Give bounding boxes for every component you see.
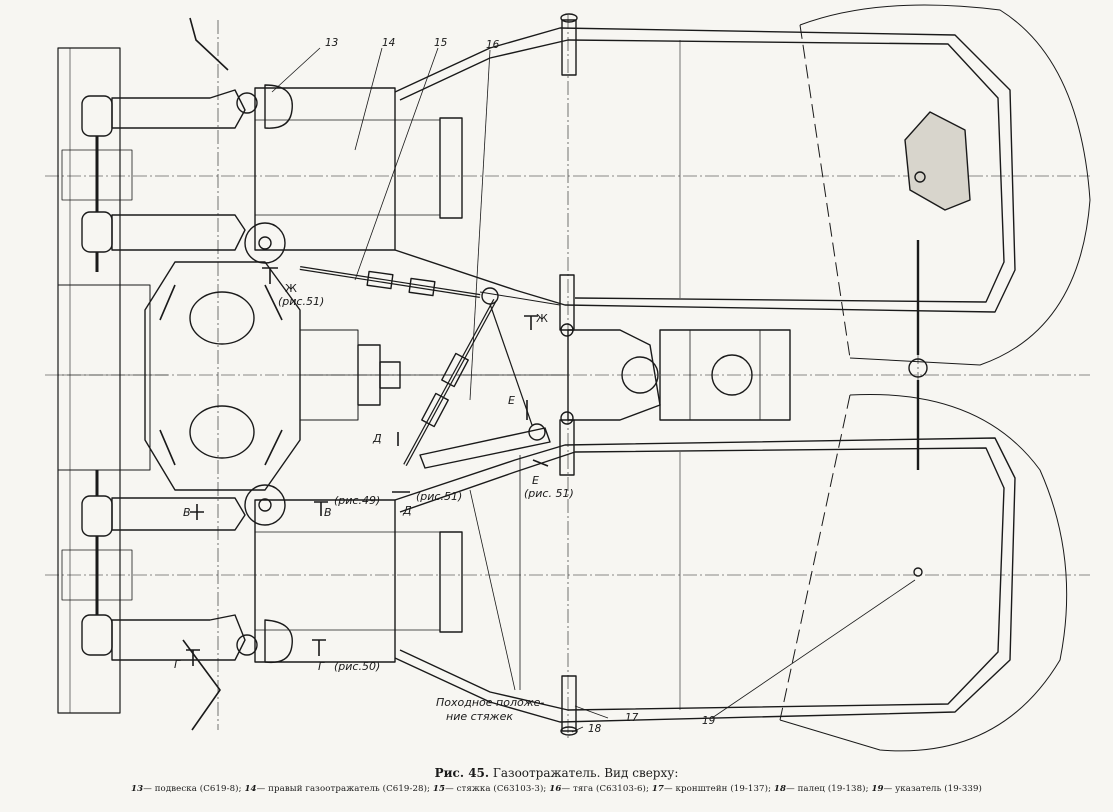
- figure-title: Газоотражатель. Вид сверху:: [492, 766, 679, 780]
- legend-item-text: — палец (19-138);: [786, 784, 869, 794]
- wheel-outlines: [779, 4, 1091, 752]
- lower-gas-deflector: [254, 437, 1016, 723]
- leader-lines: [271, 47, 916, 733]
- section-d-lower: Д: [402, 504, 412, 517]
- callout-15: 15: [434, 37, 448, 49]
- suspensions: [81, 17, 293, 731]
- legend-item: 19— указатель (19-339): [871, 784, 982, 794]
- transport-note-line1: Походное положе-: [436, 696, 544, 709]
- legend-item-number: 13: [131, 784, 144, 794]
- legend-item-text: — правый газоотражатель (С619-28);: [256, 784, 431, 794]
- callout-19: 19: [702, 715, 716, 727]
- figure-number: Рис. 45.: [434, 766, 490, 780]
- legend-item-number: 15: [432, 784, 446, 794]
- callout-16: 16: [486, 39, 500, 51]
- legend-item: 15— стяжка (С63103-3);: [433, 784, 547, 794]
- ref-ris50: (рис.50): [334, 660, 380, 673]
- center-housing: [144, 240, 928, 491]
- section-d-left: Д: [372, 432, 382, 445]
- legend-item-text: — указатель (19-339): [883, 784, 982, 794]
- section-g-left: Г: [174, 658, 181, 671]
- figure-legend: 13— подвеска (С619-8); 14— правый газоот…: [0, 784, 1113, 794]
- legend-item-text: — тяга (С63103-6);: [561, 784, 649, 794]
- section-g-right: Г: [318, 660, 325, 673]
- legend-item-number: 14: [244, 784, 257, 794]
- legend-item: 14— правый газоотражатель (С619-28);: [244, 784, 430, 794]
- upper-gas-deflector: [254, 27, 1016, 313]
- technical-drawing: 13 14 15 16 17 18 19 Ж (рис.51) Ж Е Д Д …: [45, 4, 1091, 752]
- legend-item: 17— кронштейн (19-137);: [652, 784, 771, 794]
- callout-13-top: 13: [325, 37, 338, 49]
- legend-item-number: 19: [871, 784, 884, 794]
- figure-caption: Рис. 45. Газоотражатель. Вид сверху:: [0, 766, 1113, 780]
- legend-item: 16— тяга (С63103-6);: [549, 784, 649, 794]
- section-v-left: В: [183, 506, 191, 519]
- transport-note-line2: ние стяжек: [446, 710, 513, 723]
- section-v-right: В: [324, 506, 332, 519]
- ref-ris49: (рис.49): [334, 494, 380, 507]
- legend-item-text: — стяжка (С63103-3);: [445, 784, 547, 794]
- legend-item-text: — подвеска (С619-8);: [143, 784, 242, 794]
- ref-ris51-upper: (рис.51): [278, 295, 324, 308]
- tie-rods: [299, 266, 561, 469]
- legend-item-text: — кронштейн (19-137);: [664, 784, 772, 794]
- ref-ris51-lower: (рис. 51): [524, 487, 574, 500]
- indicator: [904, 111, 971, 577]
- section-zh-right: Ж: [536, 312, 548, 325]
- legend-item-number: 17: [651, 784, 664, 794]
- legend-item-number: 18: [773, 784, 787, 794]
- callout-18: 18: [588, 723, 602, 735]
- callout-14: 14: [382, 37, 395, 49]
- left-frame: [57, 47, 168, 714]
- callout-17: 17: [625, 712, 639, 724]
- brackets: [559, 13, 578, 736]
- section-mark-arrows: [186, 267, 549, 666]
- section-e-lower: Е: [532, 474, 539, 487]
- legend-item: 13— подвеска (С619-8);: [131, 784, 242, 794]
- legend-item-number: 16: [549, 784, 562, 794]
- section-zh-upper: Ж: [285, 282, 297, 295]
- ref-ris51-mid: (рис.51): [416, 490, 462, 503]
- section-e-upper: Е: [508, 394, 515, 407]
- legend-item: 18— палец (19-138);: [774, 784, 869, 794]
